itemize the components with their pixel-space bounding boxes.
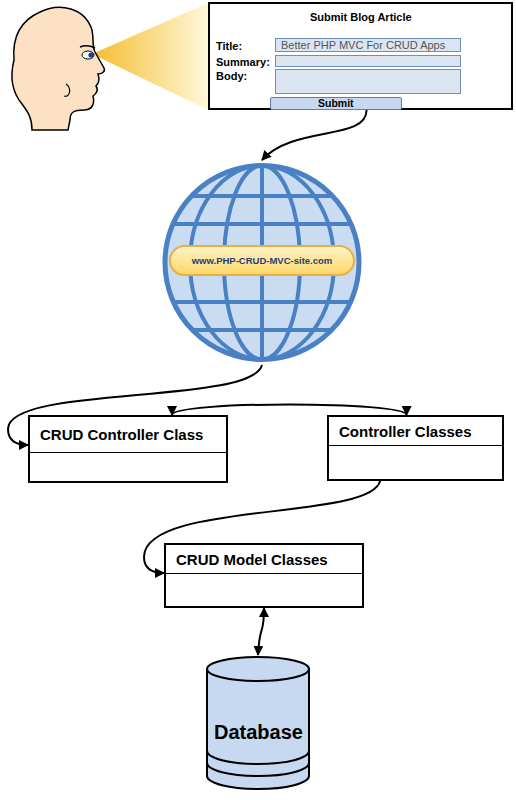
parallel — [162, 300, 362, 304]
head-profile — [12, 7, 104, 130]
compartment-divider — [166, 573, 362, 574]
cylinder-ring — [207, 751, 309, 764]
label-text: Submit — [318, 98, 354, 110]
iris — [88, 52, 93, 57]
label-text: Submit Blog Article — [310, 11, 412, 23]
vision-cone — [92, 3, 208, 110]
class-name: CRUD Model Classes — [176, 551, 328, 568]
class-box: Controller Classes — [327, 415, 504, 481]
label-text: Better PHP MVC For CRUD Apps — [281, 39, 445, 51]
title-field: Better PHP MVC For CRUD Apps — [275, 38, 461, 52]
database-label: Database — [214, 721, 303, 744]
form-panel: Submit Blog ArticleTitle: Summary: Body: Be… — [208, 2, 513, 110]
parallel — [162, 328, 362, 332]
input-field — [275, 55, 461, 67]
class-name: CRUD Controller Class — [40, 426, 203, 443]
eyebrow — [80, 46, 95, 48]
globe-grid — [162, 160, 362, 365]
ear — [64, 84, 70, 96]
connector — [172, 405, 407, 416]
cylinder-body — [207, 669, 309, 789]
url-band: www.PHP-CRUD-MVC-site.com — [169, 245, 355, 276]
class-box: CRUD Controller Class — [28, 415, 228, 483]
cylinder-ring — [207, 763, 309, 776]
class-box: CRUD Model Classes — [164, 543, 364, 608]
input-field — [275, 69, 461, 94]
label-text: Summary: — [216, 56, 270, 68]
submit-button: Submit — [270, 97, 402, 110]
web-globe: www.PHP-CRUD-MVC-site.com — [162, 160, 362, 365]
label-text: Title: — [216, 40, 242, 52]
label-text: Body: — [216, 70, 247, 82]
compartment-divider — [30, 452, 226, 453]
class-name: Controller Classes — [339, 423, 472, 440]
cylinder-top — [207, 657, 309, 681]
parallel — [162, 222, 362, 226]
parallel — [162, 194, 362, 198]
compartment-divider — [329, 445, 502, 446]
eye — [82, 51, 94, 59]
connector — [258, 608, 264, 655]
database-cylinder: Database — [205, 655, 311, 792]
connector — [262, 110, 367, 160]
